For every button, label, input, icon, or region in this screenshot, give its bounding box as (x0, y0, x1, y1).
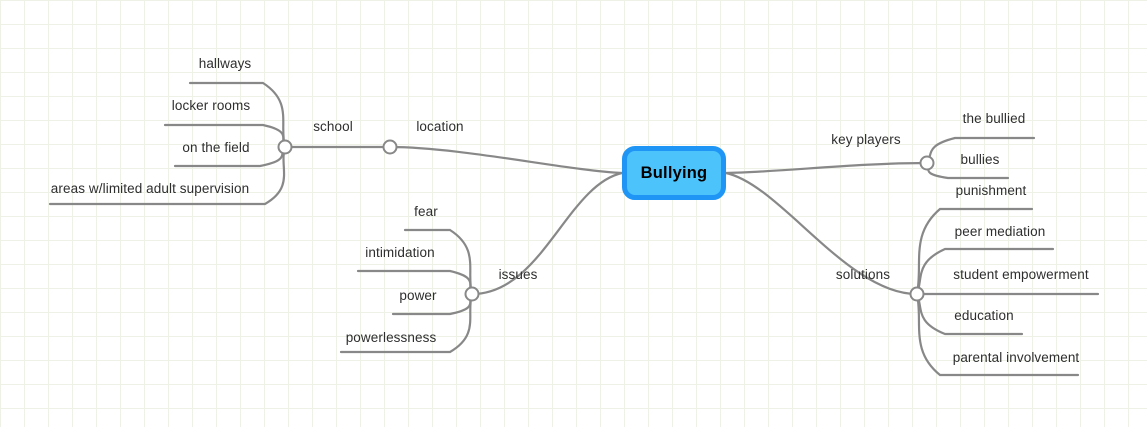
link-issues-leaf-0 (403, 228, 474, 296)
link-school-leaf-0 (188, 81, 287, 149)
node-circle-solutions[interactable] (909, 286, 925, 302)
link-root-to-key-players (724, 161, 929, 175)
link-root-to-location (388, 145, 624, 175)
link-root-to-issues (470, 171, 624, 296)
branch-label-key-players[interactable]: key players (831, 132, 901, 147)
node-circle-issues[interactable] (464, 286, 480, 302)
leaf-label-issues-1[interactable]: intimidation (365, 245, 435, 260)
root-node-bullying[interactable]: Bullying (622, 146, 726, 200)
leaf-label-school-1[interactable]: locker rooms (171, 98, 251, 113)
node-circle-location[interactable] (382, 139, 398, 155)
node-circle-key-players[interactable] (919, 155, 935, 171)
branch-label-location[interactable]: location (416, 119, 464, 134)
leaf-label-solutions-1[interactable]: peer mediation (954, 224, 1046, 239)
leaf-label-solutions-3[interactable]: education (954, 308, 1014, 323)
leaf-label-key-players-1[interactable]: bullies (960, 152, 1000, 167)
leaf-label-school-2[interactable]: on the field (182, 140, 250, 155)
leaf-label-issues-3[interactable]: powerlessness (345, 330, 437, 345)
leaf-label-solutions-4[interactable]: parental involvement (952, 350, 1080, 365)
root-node-label: Bullying (640, 163, 708, 182)
leaf-label-key-players-0[interactable]: the bullied (962, 111, 1026, 126)
leaf-label-issues-2[interactable]: power (399, 288, 437, 303)
branch-label-school[interactable]: school (313, 119, 353, 134)
leaf-label-issues-0[interactable]: fear (414, 204, 438, 219)
node-circle-school[interactable] (277, 139, 293, 155)
branch-label-solutions[interactable]: solutions (835, 267, 891, 282)
leaf-label-school-0[interactable]: hallways (198, 56, 252, 71)
link-paths (48, 81, 1100, 377)
branch-label-issues[interactable]: issues (498, 267, 538, 282)
leaf-label-solutions-0[interactable]: punishment (955, 183, 1027, 198)
leaf-label-school-3[interactable]: areas w/limited adult supervision (50, 181, 250, 196)
leaf-label-solutions-2[interactable]: student empowerment (953, 267, 1089, 282)
